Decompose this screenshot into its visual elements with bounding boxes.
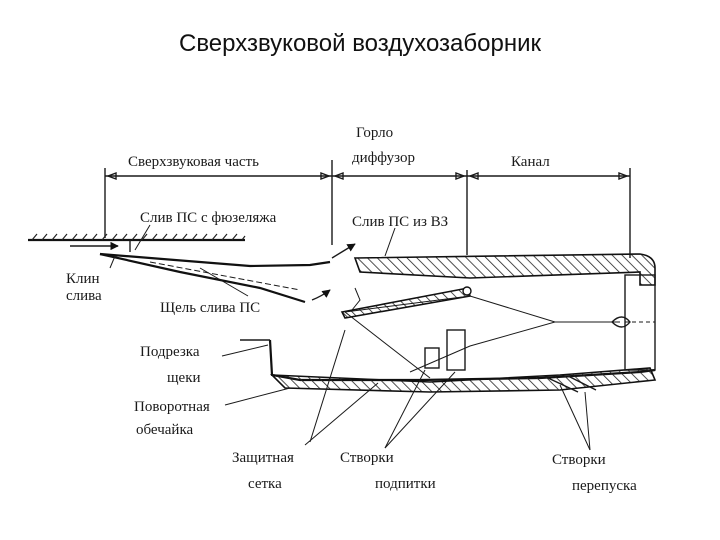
label-throat-line2: диффузор bbox=[352, 150, 415, 166]
engine-face bbox=[611, 274, 656, 371]
bypass-flaps bbox=[547, 375, 597, 393]
label-wedge-line1: Клин bbox=[66, 271, 100, 287]
label-bypass-line1: Створки bbox=[552, 452, 606, 468]
label-slot: Щель слива ПС bbox=[160, 300, 260, 316]
label-supersonic-part: Сверхзвуковая часть bbox=[128, 154, 259, 170]
label-screen-line2: сетка bbox=[248, 476, 282, 492]
label-rotating-line1: Поворотная bbox=[134, 399, 210, 415]
label-throat-line1: Горло bbox=[356, 125, 393, 141]
label-channel: Канал bbox=[511, 154, 550, 170]
leader-lines bbox=[109, 224, 591, 451]
upper-wall bbox=[353, 253, 656, 286]
feed-flaps bbox=[424, 329, 466, 371]
label-flaps-line2: подпитки bbox=[375, 476, 436, 492]
label-undercut-line1: Подрезка bbox=[140, 344, 200, 360]
label-flaps-line1: Створки bbox=[340, 450, 394, 466]
dimension-line bbox=[104, 160, 631, 258]
flow-lines bbox=[344, 295, 620, 379]
compression-wedge bbox=[99, 252, 331, 304]
label-bypass-line2: перепуска bbox=[572, 478, 637, 494]
label-screen-line1: Защитная bbox=[232, 450, 294, 466]
label-rotating-line2: обечайка bbox=[136, 422, 194, 438]
label-wedge-line2: слива bbox=[66, 288, 102, 304]
throat-flap bbox=[340, 286, 472, 319]
label-undercut-line2: щеки bbox=[167, 370, 201, 386]
label-bleed-fuselage: Слив ПС с фюзеляжа bbox=[140, 210, 277, 226]
slide-title: Сверхзвуковой воздухозаборник bbox=[178, 30, 541, 57]
fuselage-surface bbox=[28, 233, 246, 252]
bleed-arrows bbox=[311, 243, 356, 301]
label-bleed-intake: Слив ПС из ВЗ bbox=[352, 214, 448, 230]
